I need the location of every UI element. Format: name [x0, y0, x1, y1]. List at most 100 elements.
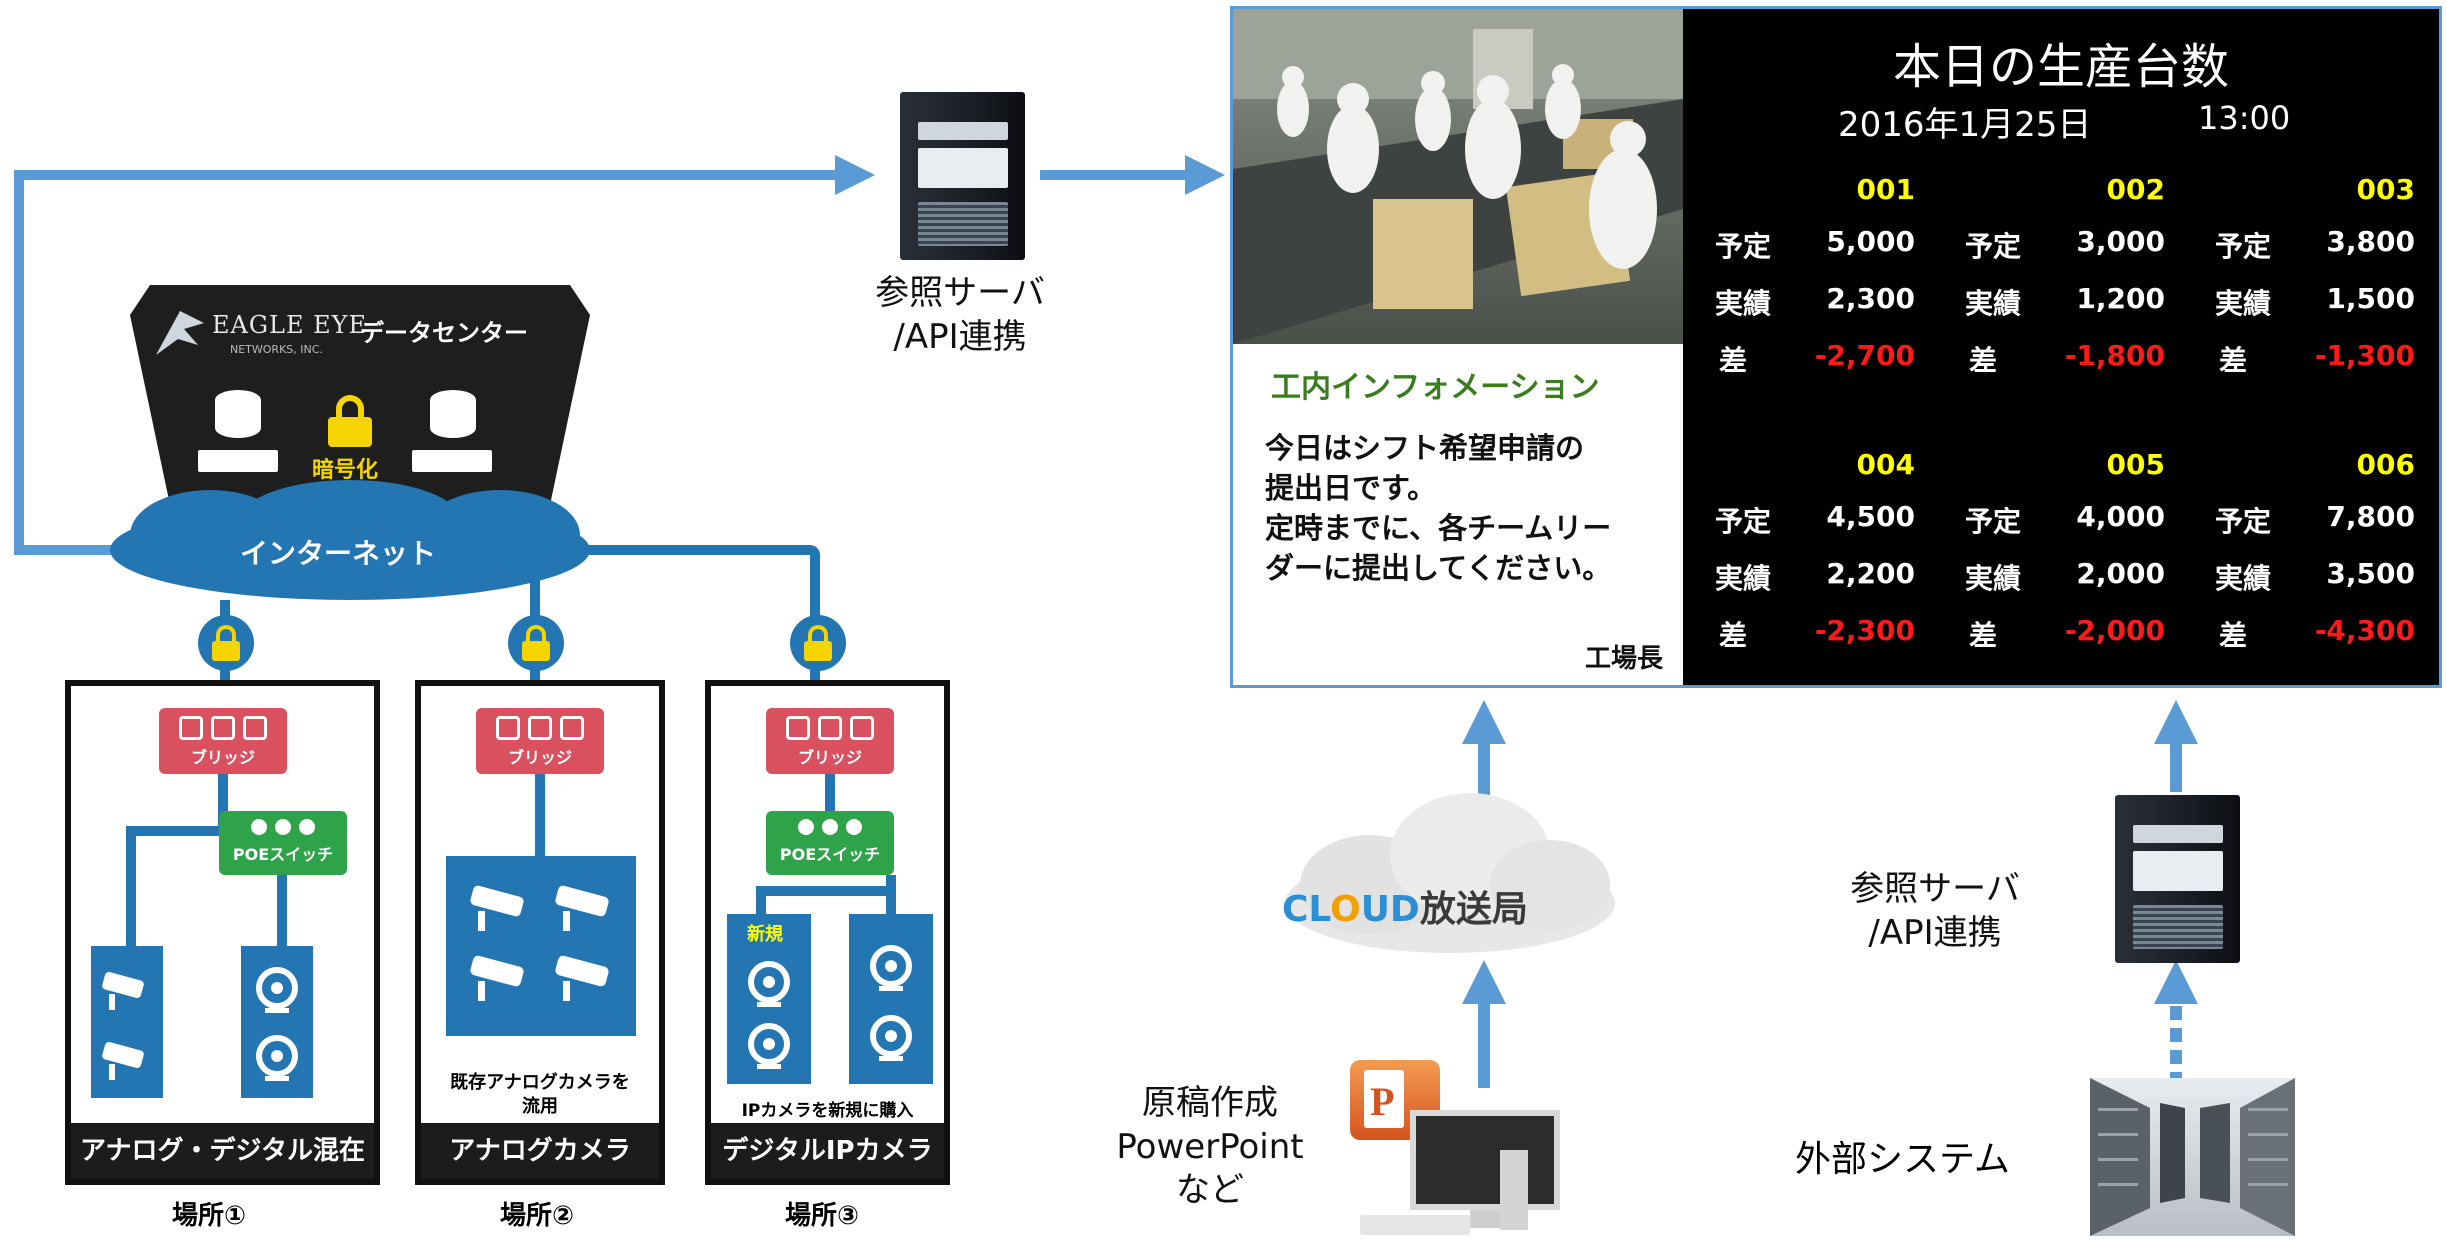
row-label-plan: 予定 [1965, 505, 2022, 538]
arrow-cloud-to-display [1462, 700, 1506, 744]
row-label-actual: 実績 [2215, 562, 2272, 595]
datacenter-title: データセンター [360, 319, 528, 347]
arrow-cloud-shaft [1478, 740, 1490, 795]
row-label-plan: 予定 [1965, 230, 2022, 263]
plan-value: 7,800 [2326, 500, 2415, 533]
site2-wire [535, 774, 545, 864]
info-signature: 工場長 [1584, 644, 1663, 674]
site1-place: 場所① [172, 1201, 247, 1231]
ref-server-icon-bottom [2115, 795, 2240, 963]
ref-server-label-bottom: 参照サーバ /API連携 [1850, 869, 2020, 953]
row-label-actual: 実績 [1715, 562, 1772, 595]
brand-name: EAGLE EYE [212, 311, 367, 339]
keyboard-icon [1360, 1215, 1470, 1235]
site-1: ブリッジ POEスイッチ アナログ・デジタル混在 [65, 680, 380, 1185]
diff-value: -2,300 [1814, 614, 1915, 647]
arrow-to-display [1185, 155, 1225, 195]
factory-scene-image [1233, 9, 1683, 344]
line-id: 005 [2106, 448, 2165, 481]
site3-bridge-label: ブリッジ [797, 748, 862, 767]
cloud-broadcast-icon [1285, 793, 1615, 953]
site3-poe-switch: POEスイッチ [766, 811, 894, 875]
line-id: 002 [2106, 173, 2165, 206]
arrow-external-to-server [2154, 960, 2198, 1004]
site2-footer: アナログカメラ [421, 1123, 659, 1179]
cloud-brand-suffix: UD [1360, 889, 1420, 930]
monitor-stand [1470, 1210, 1500, 1228]
plan-value: 5,000 [1826, 225, 1915, 258]
line-id: 006 [2356, 448, 2415, 481]
actual-value: 3,500 [2326, 557, 2415, 590]
site2-lock-icon [508, 615, 564, 671]
diff-value: -1,800 [2064, 339, 2165, 372]
site3-ip-cameras [849, 914, 933, 1084]
site3-place: 場所③ [785, 1201, 860, 1231]
actual-value: 1,200 [2076, 282, 2165, 315]
site1-wire-c [126, 826, 226, 836]
info-title: 工内インフォメーション [1271, 370, 1600, 405]
plan-value: 4,000 [2076, 500, 2165, 533]
camera-icon [470, 885, 609, 1001]
datacenter-header: EAGLE EYE NETWORKS, INC. データセンター [150, 305, 580, 365]
site-2: ブリッジ 既存アナログカメラを 流用 アナログカメラ [415, 680, 665, 1185]
diff-value: -2,700 [1814, 339, 1915, 372]
diff-value: -1,300 [2314, 339, 2415, 372]
site2-place: 場所② [500, 1201, 575, 1231]
draft-label: 原稿作成 PowerPoint など [1116, 1083, 1304, 1211]
server-room-image [2090, 1078, 2295, 1236]
site2-note: 既存アナログカメラを 流用 [450, 1072, 630, 1118]
site1-bridge-label: ブリッジ [190, 748, 255, 767]
line-id: 003 [2356, 173, 2415, 206]
cloud-brand-highlight: O [1330, 889, 1361, 930]
board-title: 本日の生産台数 [1892, 39, 2229, 95]
actual-value: 1,500 [2326, 282, 2415, 315]
plan-value: 4,500 [1826, 500, 1915, 533]
ref-server-label-top: 参照サーバ /API連携 [875, 273, 1045, 357]
arrow-pc-to-cloud [1462, 960, 1506, 1004]
site1-lock-icon [198, 615, 254, 671]
server-racks-image [2090, 1078, 2295, 1236]
brand-sub: NETWORKS, INC. [230, 343, 323, 356]
row-label-diff: 差 [2219, 344, 2248, 377]
internet-label: インターネット [240, 537, 437, 570]
plan-value: 3,800 [2326, 225, 2415, 258]
cloud-brand-prefix: CL [1282, 889, 1331, 930]
site1-footer: アナログ・デジタル混在 [71, 1123, 374, 1179]
site3-wire-c [756, 886, 896, 896]
connector-server-to-display [1040, 170, 1185, 180]
factory-camera-image [1233, 9, 1683, 344]
cloud-brand-name: 放送局 [1419, 889, 1528, 930]
ip-camera-icon [870, 945, 912, 1061]
encrypt-label: 暗号化 [312, 458, 379, 483]
info-body: 今日はシフト希望申請の 提出日です。 定時までに、各チームリー ダーに提出してく… [1265, 431, 1612, 586]
row-label-plan: 予定 [2215, 230, 2272, 263]
row-label-plan: 予定 [2215, 505, 2272, 538]
actual-value: 2,200 [1826, 557, 1915, 590]
site1-wire-a [218, 774, 228, 834]
site2-bridge: ブリッジ [476, 708, 604, 774]
site3-wire-a [825, 774, 835, 814]
board-time: 13:00 [2198, 99, 2291, 137]
arrow-to-server [835, 155, 875, 195]
row-label-plan: 予定 [1715, 505, 1772, 538]
lock-icon [322, 395, 378, 447]
site3-lock-icon [790, 615, 846, 671]
row-label-actual: 実績 [2215, 287, 2272, 320]
actual-value: 2,000 [2076, 557, 2165, 590]
arrow-server2-shaft [2170, 740, 2182, 792]
site3-wire-b [756, 886, 766, 916]
site1-ip-cameras [241, 946, 313, 1098]
site-3: ブリッジ POEスイッチ 新規 IPカメラを新規に購入 デジタルIPカメラ [705, 680, 950, 1185]
site3-new-ip-cameras: 新規 [727, 914, 811, 1084]
row-label-diff: 差 [1969, 344, 1998, 377]
site2-bridge-label: ブリッジ [507, 748, 572, 767]
site2-analog-cameras [446, 856, 636, 1036]
new-tag: 新規 [747, 924, 783, 945]
pc-tower-icon [1500, 1150, 1528, 1230]
row-label-diff: 差 [1969, 619, 1998, 652]
line-id: 001 [1856, 173, 1915, 206]
site3-poe-label: POEスイッチ [779, 845, 881, 864]
row-label-diff: 差 [2219, 619, 2248, 652]
plan-value: 3,000 [2076, 225, 2165, 258]
site1-poe-switch: POEスイッチ [219, 811, 347, 875]
